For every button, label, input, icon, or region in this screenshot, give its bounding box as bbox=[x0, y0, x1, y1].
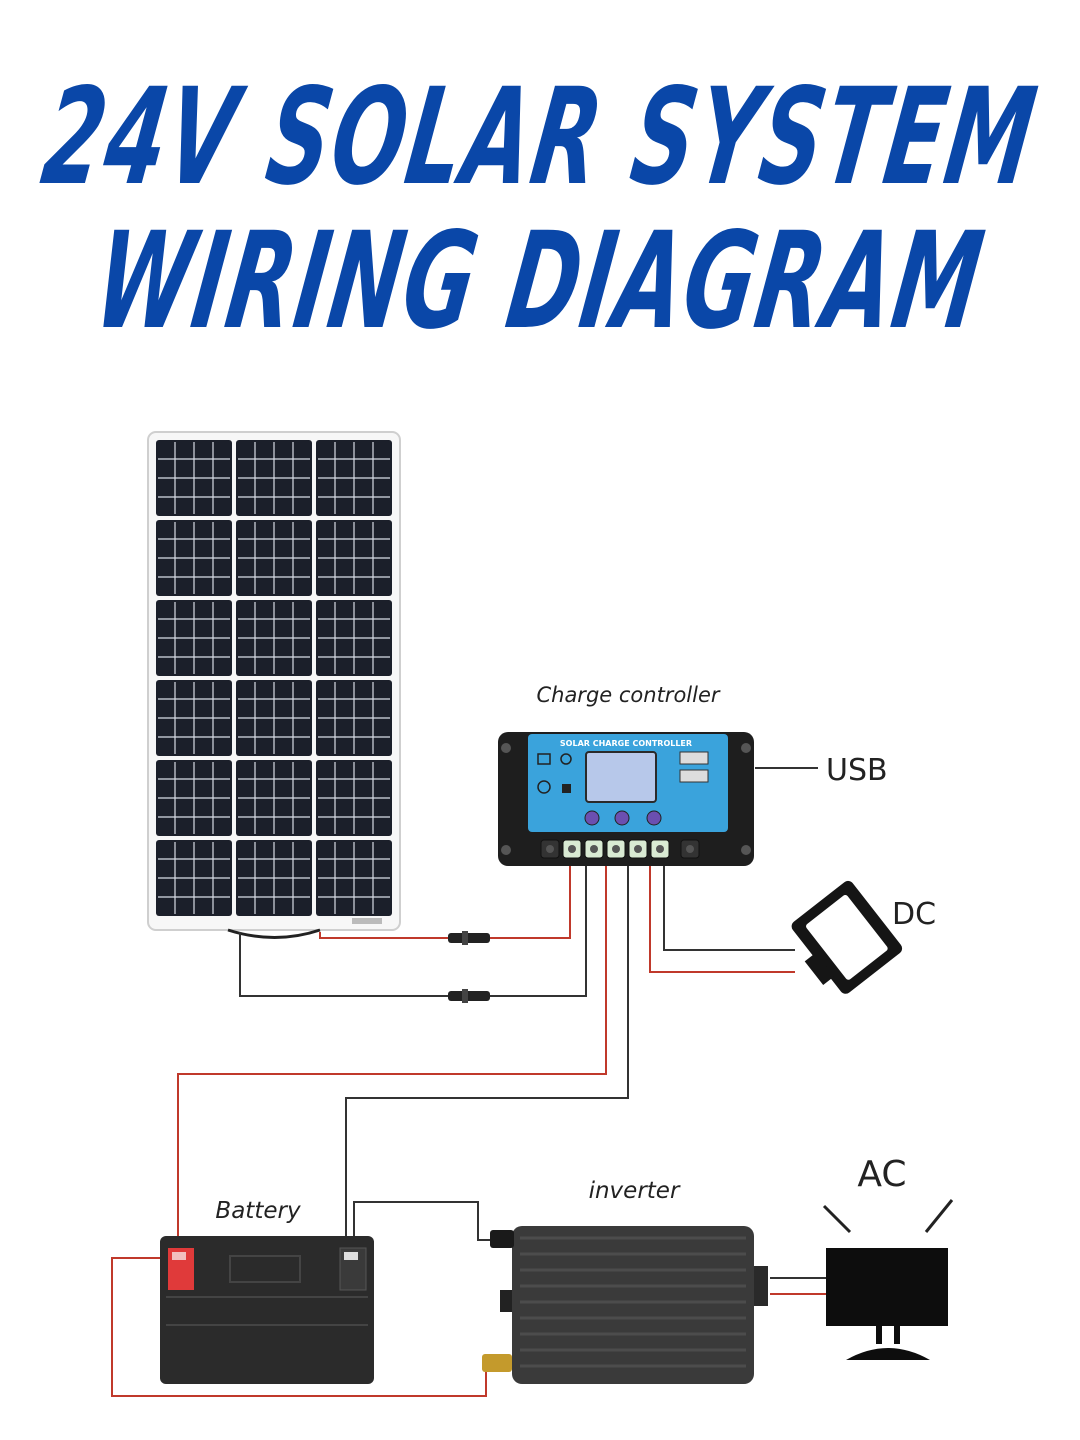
wire-panel-negative-to-controller bbox=[490, 866, 587, 997]
controller-button-3 bbox=[646, 810, 662, 826]
battery-ridge-2 bbox=[166, 1324, 368, 1326]
controller-usb-port-1 bbox=[679, 751, 709, 765]
controller-mount-hole-br bbox=[741, 845, 751, 855]
ac-label: AC bbox=[857, 1154, 906, 1195]
controller-terminal-screw bbox=[634, 845, 642, 853]
ac-ray-right bbox=[924, 1199, 954, 1233]
inverter: inverter bbox=[482, 1178, 768, 1384]
mc4-connector-negative-joint bbox=[462, 989, 468, 1003]
wire-panel-positive-to-controller bbox=[490, 866, 571, 939]
battery-terminal-positive-cap bbox=[172, 1252, 186, 1260]
controller-terminal-screw bbox=[568, 845, 576, 853]
wire-dc-negative bbox=[663, 866, 795, 951]
battery: Battery bbox=[160, 1198, 374, 1384]
battery-body bbox=[160, 1236, 374, 1384]
inverter-body bbox=[512, 1226, 754, 1384]
controller-terminal-screw bbox=[612, 845, 620, 853]
controller-button-2 bbox=[614, 810, 630, 826]
inverter-terminal-positive bbox=[482, 1354, 512, 1372]
wire-battery-negative bbox=[345, 866, 629, 1244]
solar-panel-cells bbox=[156, 440, 392, 916]
controller-lcd bbox=[585, 751, 657, 803]
wire-inverter-negative bbox=[353, 1201, 492, 1244]
controller-terminals bbox=[540, 839, 700, 859]
inverter-switch bbox=[500, 1290, 512, 1312]
mc4-connector-negative bbox=[448, 991, 490, 1001]
monitor-neck-right bbox=[894, 1326, 900, 1344]
monitor-stand bbox=[846, 1348, 930, 1360]
inverter-fins bbox=[520, 1236, 746, 1368]
inverter-outlet bbox=[754, 1266, 768, 1306]
wires bbox=[111, 767, 826, 1397]
controller-mount-hole-tr bbox=[741, 743, 751, 753]
mc4-connector-positive bbox=[448, 933, 490, 943]
battery-label: Battery bbox=[215, 1198, 301, 1224]
charge-controller-label: Charge controller bbox=[536, 683, 720, 707]
lamp-lens bbox=[806, 894, 888, 980]
monitor-screen bbox=[826, 1248, 948, 1326]
controller-mount-hole-bl bbox=[501, 845, 511, 855]
controller-face-text: SOLAR CHARGE CONTROLLER bbox=[560, 739, 692, 748]
controller-terminal-screw bbox=[656, 845, 664, 853]
panel-label-plate bbox=[352, 918, 382, 924]
ac-ray-left bbox=[822, 1204, 852, 1234]
controller-icon-lock bbox=[562, 784, 571, 793]
mc4-connectors bbox=[448, 931, 490, 1003]
controller-icon-panel bbox=[537, 753, 551, 765]
wire-inverter-positive bbox=[111, 1257, 487, 1397]
controller-terminal-screw bbox=[546, 845, 554, 853]
controller-mount-hole-tl bbox=[501, 743, 511, 753]
solar-panel bbox=[147, 431, 401, 939]
usb-label: USB bbox=[826, 753, 888, 788]
lamp-bracket bbox=[804, 952, 835, 986]
inverter-terminal-negative bbox=[490, 1230, 514, 1248]
controller-icon-sun bbox=[560, 753, 572, 765]
mc4-connector-positive-joint bbox=[462, 931, 468, 945]
battery-ridge bbox=[166, 1296, 368, 1298]
controller-usb-port-2 bbox=[679, 769, 709, 783]
wire-dc-positive bbox=[649, 866, 795, 973]
controller-terminal-screw bbox=[590, 845, 598, 853]
battery-terminal-negative-cap bbox=[344, 1252, 358, 1260]
wire-panel-negative bbox=[239, 932, 448, 997]
dc-load-lamp bbox=[791, 880, 903, 994]
dc-label: DC bbox=[892, 897, 936, 932]
ac-load-monitor: AC bbox=[822, 1154, 954, 1360]
monitor-neck-left bbox=[876, 1326, 882, 1344]
inverter-label: inverter bbox=[589, 1178, 681, 1204]
controller-terminal-screw bbox=[686, 845, 694, 853]
charge-controller: Charge controller SOLAR CHARGE CONTROLLE… bbox=[498, 683, 754, 866]
wire-battery-positive bbox=[177, 866, 607, 1240]
battery-label-area bbox=[229, 1255, 301, 1283]
wire-panel-positive bbox=[319, 932, 448, 939]
controller-button-1 bbox=[584, 810, 600, 826]
controller-icon-clock bbox=[537, 780, 551, 794]
panel-junction-box bbox=[227, 928, 321, 939]
